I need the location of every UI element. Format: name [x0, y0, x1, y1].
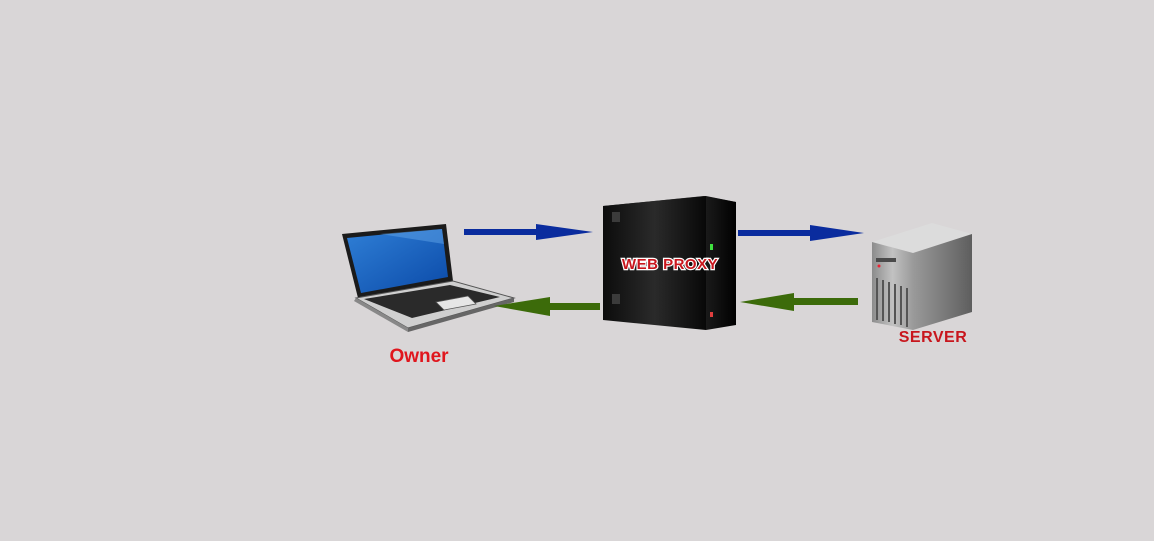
- tower-server-icon: [603, 196, 736, 330]
- server-tower-icon: [872, 223, 972, 330]
- arrow-owner-to-proxy: [464, 224, 593, 240]
- web-proxy-label: WEB PROXY: [622, 256, 718, 273]
- owner-label: Owner: [389, 346, 449, 367]
- arrow-proxy-to-server: [738, 225, 864, 241]
- laptop-icon: [342, 224, 516, 332]
- arrow-server-to-proxy: [740, 293, 858, 311]
- arrow-proxy-to-owner: [494, 297, 600, 316]
- server-label: SERVER: [899, 329, 968, 346]
